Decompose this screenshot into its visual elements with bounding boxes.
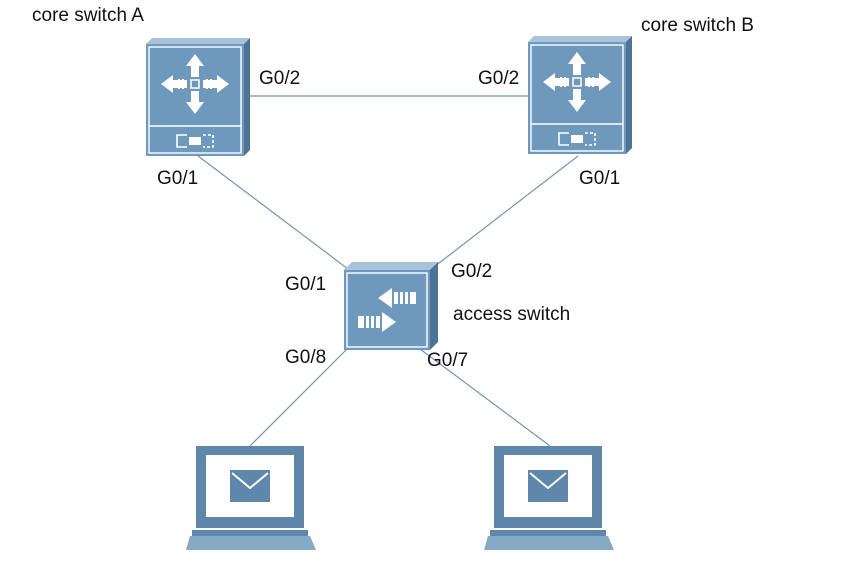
port-label-core-a-g02: G0/2 xyxy=(259,68,300,89)
port-label-access-g02: G0/2 xyxy=(451,261,492,282)
access-switch-icon xyxy=(344,262,438,350)
port-label-access-g07: G0/7 xyxy=(427,350,468,371)
laptop-mail-icon xyxy=(484,446,614,550)
laptop-base xyxy=(186,536,316,550)
device-side-face xyxy=(626,36,632,154)
port-label-core-b-g01: G0/1 xyxy=(579,168,620,189)
link-access-to-laptop-right xyxy=(415,345,551,447)
device-top-face xyxy=(528,36,632,42)
laptop-base xyxy=(484,536,614,550)
laptop-right xyxy=(484,446,614,550)
device-top-face xyxy=(344,262,438,270)
link-access-to-laptop-left xyxy=(249,343,353,447)
link-core-b-to-access xyxy=(429,155,579,271)
core-switch-icon xyxy=(146,38,250,156)
access-switch-label: access switch xyxy=(453,304,570,325)
core-switch-b xyxy=(528,36,632,154)
core-switch-b-label: core switch B xyxy=(641,15,754,36)
device-front-face xyxy=(344,270,430,350)
port-label-access-g08: G0/8 xyxy=(285,347,326,368)
device-side-face xyxy=(430,262,438,350)
port-label-core-a-g01: G0/1 xyxy=(157,168,198,189)
core-switch-icon xyxy=(528,36,632,154)
core-switch-a xyxy=(146,38,250,156)
mail-envelope-icon xyxy=(528,470,568,502)
port-label-core-b-g02: G0/2 xyxy=(478,68,519,89)
link-core-a-to-access xyxy=(197,155,353,273)
mail-envelope-icon xyxy=(230,470,270,502)
device-top-face xyxy=(146,38,250,44)
laptop-left xyxy=(186,446,316,550)
port-label-access-g01: G0/1 xyxy=(285,274,326,295)
core-switch-a-label: core switch A xyxy=(32,5,144,26)
laptop-mail-icon xyxy=(186,446,316,550)
links xyxy=(197,95,579,447)
access-switch xyxy=(344,262,438,350)
device-side-face xyxy=(244,38,250,156)
